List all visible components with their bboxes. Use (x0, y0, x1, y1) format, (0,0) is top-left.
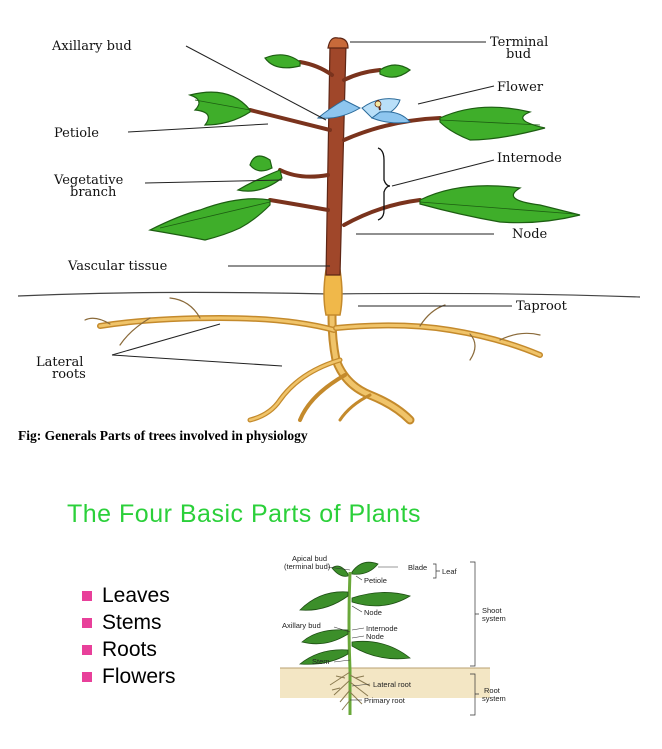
label-petiole: Petiole (54, 126, 99, 141)
soil (280, 668, 490, 698)
internode-bracket (377, 147, 391, 221)
leaves (298, 561, 411, 665)
label-shoot-system: Shoot (482, 606, 503, 615)
label-petiole: Petiole (364, 576, 387, 585)
list-item-label: Flowers (102, 664, 176, 688)
branches (248, 60, 442, 227)
label-leaf: Leaf (442, 567, 458, 576)
leaf-veins (159, 99, 576, 229)
list-item: Stems (82, 609, 176, 636)
root-system-bracket (470, 673, 479, 716)
bullet-icon (82, 617, 92, 628)
leaf-bracket (433, 563, 440, 579)
label-lateral-roots-2: roots (52, 367, 86, 382)
label-lateral-root: Lateral root (373, 680, 412, 689)
label-internode: Internode (366, 624, 398, 633)
bullet-icon (82, 590, 92, 601)
label-vegetative-branch-2: branch (70, 185, 117, 200)
label-root-system-2: system (482, 694, 506, 703)
label-node: Node (512, 227, 548, 242)
leaf-top-left (264, 54, 301, 69)
label-node-2: Node (366, 632, 384, 641)
plant-parts-diagram: Axillary bud Terminal bud Flower Petiole… (17, 35, 641, 425)
list-item: Leaves (82, 582, 176, 609)
leaf-left-lower (148, 198, 271, 241)
label-terminal-bud-2: bud (506, 47, 531, 62)
label-internode: Internode (497, 151, 562, 166)
label-root-system: Root (484, 686, 501, 695)
section-title: The Four Basic Parts of Plants (67, 500, 422, 528)
label-stem: Stem (312, 657, 330, 666)
leader-lines (327, 566, 398, 701)
leaf-left-upper (187, 91, 251, 126)
label-axillary-bud: Axillary bud (282, 621, 321, 630)
stem (347, 571, 352, 715)
list-item-label: Stems (102, 610, 162, 634)
label-flower: Flower (497, 80, 544, 95)
label-node: Node (364, 608, 382, 617)
leaf-top-right (379, 64, 412, 78)
list-item: Roots (82, 636, 176, 663)
label-taproot: Taproot (516, 299, 568, 314)
figure-caption: Fig: Generals Parts of trees involved in… (18, 428, 308, 443)
label-apical-bud-2: (terminal bud) (284, 562, 331, 571)
label-terminal-bud: Terminal (490, 35, 548, 50)
leader-lines (111, 41, 512, 367)
roots (329, 671, 371, 711)
leaf-vegetative-small (249, 155, 273, 172)
label-axillary-bud: Axillary bud (51, 39, 132, 54)
flower-shape (316, 98, 411, 124)
taproot-shape (323, 269, 343, 316)
parts-list: Leaves Stems Roots Flowers (82, 582, 176, 690)
leaf-right-upper (439, 106, 546, 141)
label-lateral-roots: Lateral (36, 355, 83, 370)
label-apical-bud: Apical bud (292, 554, 327, 563)
label-vascular-tissue: Vascular tissue (67, 259, 168, 274)
bullet-icon (82, 644, 92, 655)
root-system (84, 290, 543, 425)
label-blade: Blade (408, 563, 427, 572)
basic-plant-diagram: Apical bud (terminal bud) Blade Leaf Pet… (280, 554, 506, 716)
label-vegetative-branch: Vegetative (53, 173, 124, 188)
shoot-system-bracket (470, 561, 479, 667)
bullet-icon (82, 671, 92, 682)
label-primary-root: Primary root (364, 696, 406, 705)
list-item: Flowers (82, 663, 176, 690)
leaf-right-lower (419, 185, 581, 224)
list-item-label: Roots (102, 637, 157, 661)
label-shoot-system-2: system (482, 614, 506, 623)
list-item-label: Leaves (102, 583, 170, 607)
terminal-bud-shape (327, 37, 349, 49)
